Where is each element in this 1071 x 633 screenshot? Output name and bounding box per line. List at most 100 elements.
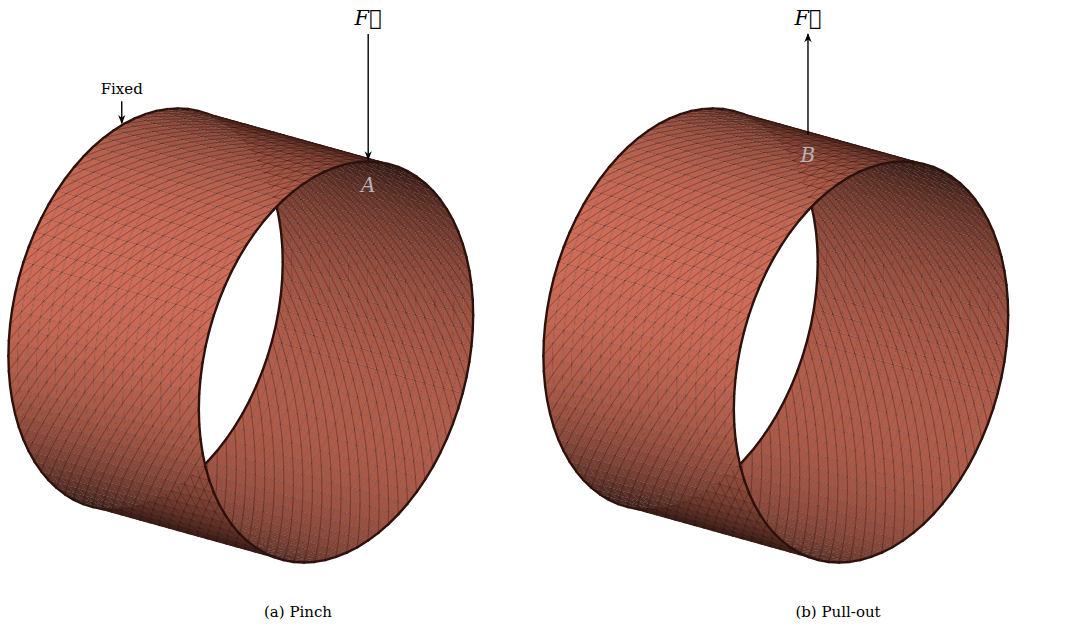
mesh-face (311, 270, 321, 288)
mesh-face (75, 375, 85, 393)
mesh-face (873, 293, 884, 311)
mesh-face (66, 357, 76, 375)
shell-rim (814, 293, 816, 309)
mesh-face (846, 255, 856, 273)
shell-rim (433, 453, 440, 467)
mesh-face (123, 388, 133, 406)
shell-rim (198, 394, 201, 409)
shell-rim (471, 330, 472, 346)
shell-rim (398, 167, 407, 171)
shell-rim (304, 177, 315, 184)
shell-rim (472, 300, 475, 315)
mesh-face (237, 229, 255, 244)
mesh-face (113, 370, 123, 388)
mesh-face (435, 289, 445, 307)
shell-rim (463, 377, 467, 393)
mesh-face (46, 367, 56, 385)
shell-rim (103, 130, 113, 138)
mesh-face (142, 362, 153, 380)
mesh-face (462, 328, 473, 346)
shell-rim (294, 183, 304, 191)
mesh-face (358, 268, 368, 286)
shell-rim (315, 171, 326, 176)
mesh-face (855, 273, 865, 291)
mesh-face (189, 391, 199, 409)
mesh-face (339, 278, 349, 296)
shell-rim (214, 300, 219, 315)
mesh-face (132, 391, 142, 409)
shell-rim (135, 114, 146, 118)
mesh-face (56, 338, 67, 356)
shell-rim (466, 257, 469, 271)
shell-rim (469, 271, 471, 285)
mesh-face (75, 344, 86, 362)
shell-rim (83, 147, 93, 157)
mesh-face (835, 283, 846, 301)
mesh-face (161, 383, 171, 401)
shell-rim (378, 524, 388, 533)
mesh-face (845, 285, 856, 303)
mesh-face (104, 383, 114, 401)
mesh-face (463, 312, 473, 330)
shell-rim (347, 547, 358, 552)
mesh-face (196, 464, 209, 480)
mesh-face (310, 285, 321, 303)
mesh-face (884, 280, 894, 298)
mesh-face (18, 343, 28, 361)
mesh-face (104, 367, 114, 385)
mesh-face (338, 293, 349, 311)
mesh-face (330, 260, 340, 278)
mesh-face (8, 341, 18, 359)
shell-rim (807, 324, 811, 340)
pinch-cylinder (8, 108, 473, 562)
shell-rim (214, 492, 219, 504)
mesh-face (368, 271, 378, 289)
shell-rim (225, 271, 232, 285)
mesh-face (358, 283, 368, 301)
mesh-face (95, 349, 106, 367)
shell-rim (203, 453, 206, 467)
mesh-face (151, 380, 161, 398)
shell-rim (9, 371, 10, 386)
shell-rim (114, 124, 125, 131)
mesh-face (47, 336, 58, 354)
shell-rim (219, 285, 225, 300)
mesh-face (406, 296, 416, 314)
mesh-face (817, 262, 827, 280)
mesh-face (903, 286, 913, 304)
shell-rim (264, 210, 273, 221)
mesh-face (357, 299, 368, 317)
mesh-face (193, 344, 205, 362)
mesh-face (85, 377, 95, 395)
shell-rim (811, 309, 814, 325)
mesh-face (864, 291, 875, 309)
shell-rim (239, 244, 247, 257)
mesh-face (416, 464, 433, 480)
shell-rim (23, 439, 28, 451)
shell-rim (209, 315, 214, 330)
shell-rim (23, 247, 28, 262)
mesh-face (449, 229, 463, 244)
mesh-face (170, 386, 180, 404)
shell-rim (798, 356, 803, 371)
shell-rim (15, 414, 19, 427)
mesh-face (416, 284, 426, 302)
shell-rim (12, 400, 15, 414)
mesh-face (865, 260, 875, 278)
shell-rim (279, 218, 281, 232)
shell-rim (12, 294, 15, 310)
mesh-face (46, 351, 56, 369)
shell-rim (74, 157, 83, 168)
shell-rim (315, 560, 326, 562)
shell-rim (284, 560, 294, 562)
mesh-face (368, 286, 378, 304)
mesh-face (210, 283, 226, 300)
mesh-face (114, 354, 125, 372)
mesh-face (301, 267, 311, 285)
shell-rim (209, 480, 214, 492)
mesh-face (200, 313, 214, 331)
mesh-face (387, 291, 397, 309)
shell-rim (471, 285, 472, 300)
shell-rim (440, 200, 447, 210)
shell-rim (281, 262, 284, 277)
